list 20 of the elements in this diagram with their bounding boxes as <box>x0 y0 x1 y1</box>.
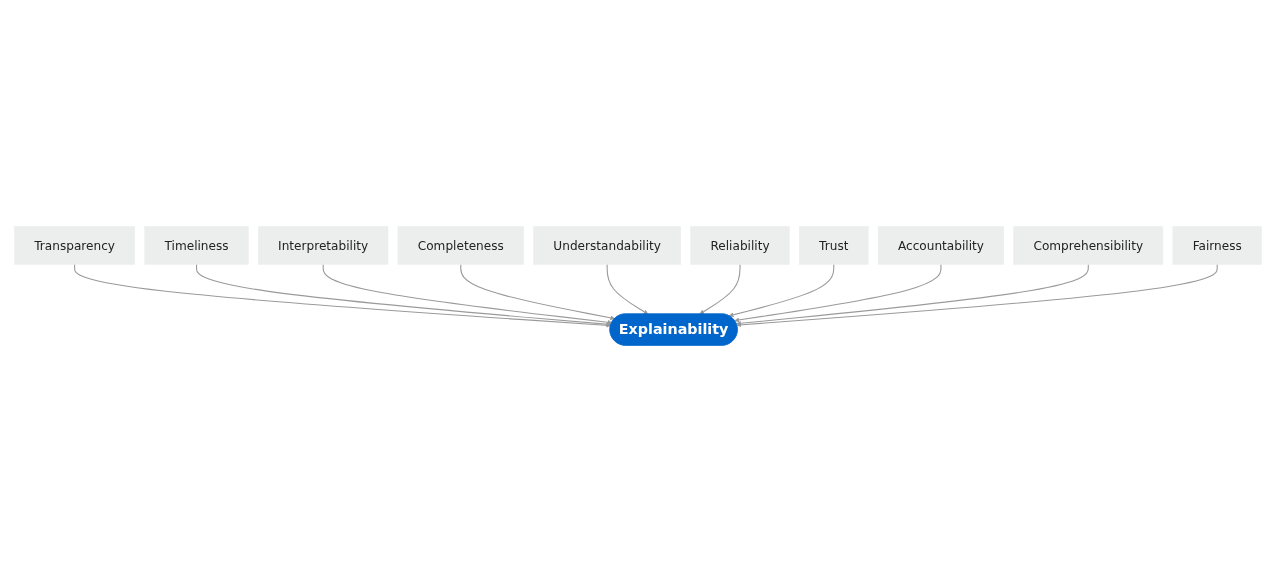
arrow <box>736 263 1218 327</box>
arrow <box>606 263 649 315</box>
node-box: Reliability <box>690 225 790 265</box>
node-box: Timeliness <box>144 225 249 265</box>
node-box: Transparency <box>14 225 136 265</box>
arrow <box>322 263 613 325</box>
node-box: Trust <box>799 225 869 265</box>
node-box: Completeness <box>397 225 524 265</box>
node-box: Interpretability <box>258 225 389 265</box>
arrow <box>734 263 942 323</box>
node-box: Accountability <box>877 225 1005 265</box>
arrow <box>699 263 741 315</box>
arrow <box>460 263 616 320</box>
arrow <box>728 263 835 317</box>
arrow <box>196 263 612 327</box>
arrow <box>736 263 1089 326</box>
node-box: Understandability <box>533 225 681 265</box>
node-box: Fairness <box>1172 225 1262 265</box>
arrow <box>74 263 611 328</box>
node-box: Comprehensibility <box>1013 225 1164 265</box>
